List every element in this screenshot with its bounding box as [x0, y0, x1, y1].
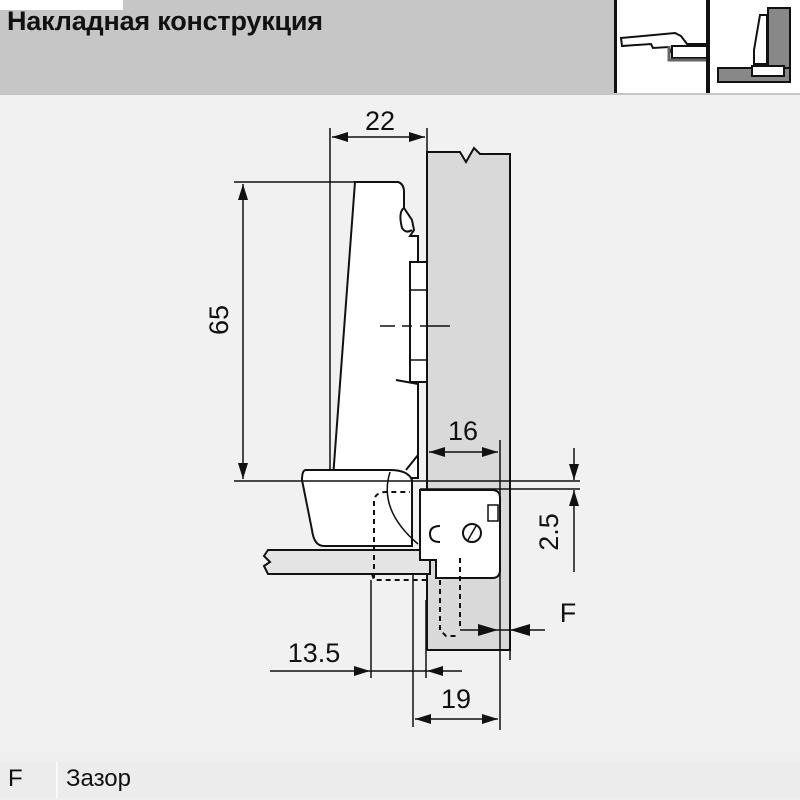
thumbnail-hinge-cabinet-view[interactable]	[706, 0, 800, 93]
hinge-cabinet-icon	[717, 7, 791, 83]
dimension-22-label: 22	[365, 106, 395, 136]
dimension-65-label: 65	[204, 305, 234, 335]
dimension-2-5-label: 2.5	[534, 513, 564, 551]
legend-description: Зазор	[66, 765, 132, 792]
dimension-19-label: 19	[441, 684, 471, 714]
mounting-plate	[419, 489, 501, 579]
hinge-arm	[331, 181, 419, 479]
thumbnail-hinge-open-view[interactable]	[614, 0, 706, 93]
hinge-cup	[300, 469, 413, 547]
dimension-f-label: F	[560, 598, 577, 628]
technical-drawing: 22 65 16 2.5 F 13.5	[0, 97, 800, 752]
header-bar: Накладная конструкция	[0, 0, 800, 95]
page-title: Накладная конструкция	[7, 6, 323, 36]
hinge-side-icon	[619, 31, 706, 62]
legend-key: F	[0, 762, 58, 798]
dimension-16-label: 16	[448, 416, 478, 446]
legend-row: F Зазор	[0, 762, 800, 798]
header-accent-strip	[0, 0, 123, 10]
dimension-13-5-label: 13.5	[288, 638, 341, 668]
door-panel	[262, 549, 431, 575]
hinge-dimension-drawing: 22 65 16 2.5 F 13.5	[204, 106, 580, 730]
